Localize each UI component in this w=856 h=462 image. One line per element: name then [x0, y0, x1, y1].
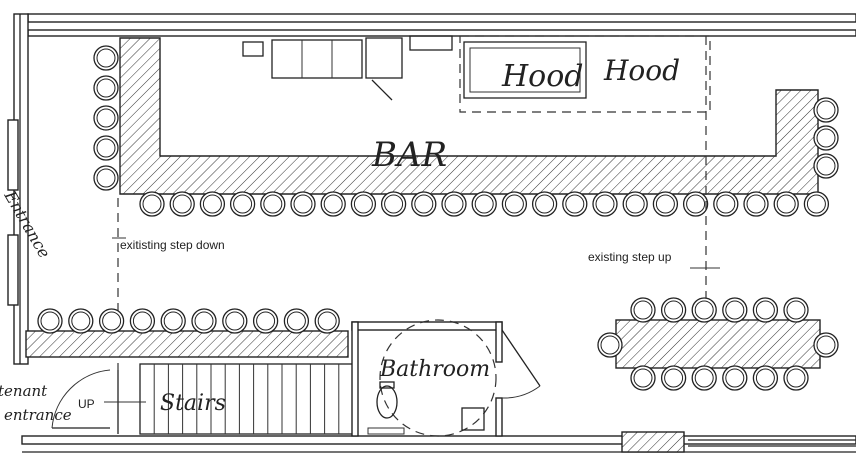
counter-stool [191, 308, 217, 334]
stairs: Stairs UP tenant entrance [0, 363, 355, 435]
counter [25, 330, 349, 358]
bar-stool [803, 191, 830, 217]
bar-counter: BAR [119, 37, 819, 195]
counter-stool [314, 308, 340, 334]
hand-sink [242, 41, 264, 57]
toilet [376, 385, 398, 419]
bar-stool [652, 191, 679, 217]
top-inner-wall [27, 29, 856, 37]
table-chair [660, 297, 687, 323]
bar-stool [320, 191, 346, 217]
hood-label-2: Hood [603, 54, 680, 87]
hood-outline [459, 35, 711, 113]
table-chair [691, 297, 717, 323]
counter-stools [37, 308, 340, 334]
bar-stool [260, 191, 286, 217]
stairs-label: Stairs [160, 391, 226, 416]
bar-stool [682, 191, 709, 217]
table-chair [752, 297, 779, 323]
bar-stool [813, 125, 839, 151]
bar-stool [471, 191, 497, 217]
bar-stool [93, 135, 119, 161]
top-wall [27, 13, 856, 23]
hood-label-1: Hood [501, 59, 584, 94]
bar-stool [290, 191, 316, 217]
table-chair [597, 332, 623, 358]
bottom-right-column [621, 431, 685, 453]
tenant-entrance-label-1: tenant [0, 382, 48, 400]
table-chair [630, 365, 656, 391]
hood-unit [463, 41, 587, 99]
bar-stool [531, 191, 558, 217]
bar-stool [411, 191, 437, 217]
counter-stool [37, 308, 63, 334]
kitchen-fixtures: Hood Hood [242, 35, 711, 113]
bar-stool [199, 191, 226, 217]
sink-counter [271, 39, 363, 79]
table-chair [813, 332, 839, 358]
bar-stools [93, 45, 839, 217]
bathroom-sink [461, 407, 485, 431]
step-down-label: exitisting step down [120, 238, 225, 252]
bar-stool [743, 191, 769, 217]
counter-stool [222, 308, 248, 334]
counter-stool [160, 308, 186, 334]
bottom-wall [21, 435, 856, 445]
left-door-jamb [7, 234, 19, 306]
tenant-entrance-label-2: entrance [4, 406, 72, 424]
bar-stool [622, 191, 648, 217]
counter-stool [98, 308, 125, 334]
ice-bin [409, 35, 453, 51]
counter-stool [68, 308, 94, 334]
counter-stool [252, 308, 279, 334]
table-chair [630, 297, 656, 323]
bathroom-label: Bathroom [379, 357, 490, 382]
bar-stool [229, 191, 256, 217]
exterior-walls [7, 13, 856, 453]
bar-stool [773, 191, 799, 217]
dining-table [615, 319, 821, 369]
table-chair [722, 365, 748, 391]
bar-stool [139, 191, 165, 217]
bar-stool [169, 191, 195, 217]
table-chair [783, 365, 809, 391]
bar-stool [501, 191, 528, 217]
table-chair [783, 297, 809, 323]
table-chair [660, 365, 687, 391]
bar-stool [592, 191, 618, 217]
bar-stool [813, 153, 839, 179]
bar-stool [813, 97, 839, 123]
bar-stool [93, 75, 119, 101]
counter-stool [283, 308, 310, 334]
table-chair [722, 297, 748, 323]
table-chair [691, 365, 717, 391]
dishwasher [365, 37, 403, 79]
bar-stool [350, 191, 377, 217]
bar-stool [713, 191, 739, 217]
bar-stool [93, 165, 119, 191]
table-chair [752, 365, 779, 391]
bar-stool [93, 105, 119, 131]
bar-label: BAR [371, 135, 447, 175]
bar-stool [380, 191, 407, 217]
up-label: UP [78, 397, 95, 411]
counter-stool [129, 308, 156, 334]
table-chairs [597, 297, 839, 391]
bar-stool [93, 45, 119, 71]
bathroom: Bathroom [351, 319, 541, 437]
step-up-label: existing step up [588, 250, 672, 264]
left-window [7, 119, 19, 191]
bar-stool [441, 191, 467, 217]
bar-stool [562, 191, 588, 217]
